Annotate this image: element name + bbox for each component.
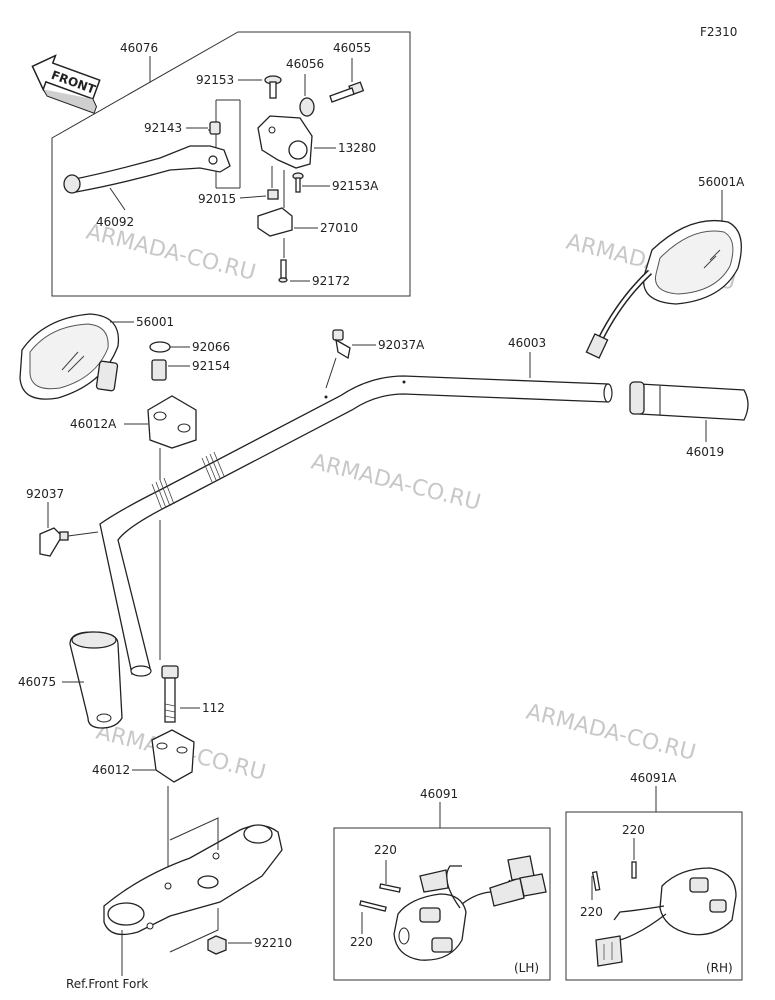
switch-27010 (257, 207, 293, 237)
callout-92153: 92153 (196, 73, 234, 87)
callout-92037: 92037 (26, 487, 64, 501)
switch-lh-group: 46091 (333, 787, 551, 981)
ref-front-fork-label: Ref.Front Fork (66, 977, 148, 991)
callout-46076: 46076 (120, 41, 158, 55)
switch-rh-box (565, 811, 743, 981)
callout-92066: 92066 (192, 340, 230, 354)
bracket-line (208, 100, 218, 188)
mirror-left (19, 313, 120, 400)
side-label-rh: (RH) (706, 961, 733, 975)
bolt-92154 (151, 359, 167, 381)
callout-56001A: 56001A (698, 175, 745, 189)
bracket-line (169, 817, 219, 953)
leader-line (325, 357, 337, 389)
callout-46012: 46012 (92, 763, 130, 777)
figure-code: F2310 (700, 25, 737, 39)
callout-220: 220 (580, 905, 603, 919)
lever-assembly-group: 46076 46092 92153 46055 4605 (51, 31, 411, 297)
callout-92143: 92143 (144, 121, 182, 135)
leader-line (67, 531, 99, 537)
callout-92210: 92210 (254, 936, 292, 950)
callout-46056: 46056 (286, 57, 324, 71)
plug-92037A (332, 329, 351, 360)
callout-92172: 92172 (312, 274, 350, 288)
bolt-92153 (264, 75, 282, 99)
triple-clamp (103, 824, 283, 936)
callout-46003: 46003 (508, 336, 546, 350)
callout-46091A: 46091A (630, 771, 677, 785)
callout-220: 220 (350, 935, 373, 949)
clutch-lever (63, 145, 231, 194)
callout-92154: 92154 (192, 359, 230, 373)
bolt-112 (161, 665, 179, 723)
collar-92143 (209, 121, 221, 135)
screw-92172 (278, 259, 288, 283)
callout-46012A: 46012A (70, 417, 117, 431)
side-label-lh: (LH) (514, 961, 539, 975)
cap-92066 (149, 341, 171, 353)
callout-46092: 46092 (96, 215, 134, 229)
callout-27010: 27010 (320, 221, 358, 235)
watermark: ARMADA-CO.RU (309, 450, 483, 516)
nut-92210 (207, 935, 227, 955)
callout-92015: 92015 (198, 192, 236, 206)
assembly-outline (51, 31, 411, 297)
callout-13280: 13280 (338, 141, 376, 155)
bracket-line (216, 99, 241, 189)
callout-46091: 46091 (420, 787, 458, 801)
plug-92037 (39, 527, 69, 557)
front-arrow-icon: FRONT (31, 54, 101, 114)
switch-lh-box (333, 827, 551, 981)
callout-220: 220 (374, 843, 397, 857)
grip-right-46019 (629, 381, 749, 421)
holder-46012 (151, 729, 195, 783)
screw-46055 (329, 81, 365, 103)
grip-left-46075 (69, 631, 123, 729)
adjuster-46056 (299, 97, 315, 117)
mirror-right (585, 219, 742, 359)
screw-92153A (292, 172, 304, 193)
callout-46019: 46019 (686, 445, 724, 459)
switch-rh-group: 46091A (565, 771, 743, 981)
leader-line (239, 195, 267, 199)
callout-56001: 56001 (136, 315, 174, 329)
leader-line (109, 187, 126, 211)
handlebar-46003 (99, 375, 613, 677)
watermark: ARMADA-CO.RU (84, 220, 258, 286)
nut-92015 (267, 189, 279, 200)
callout-46055: 46055 (333, 41, 371, 55)
callout-46075: 46075 (18, 675, 56, 689)
holder-46012A (147, 395, 197, 449)
watermark: ARMADA-CO.RU (524, 700, 698, 766)
callout-112: 112 (202, 701, 225, 715)
callout-92153A: 92153A (332, 179, 379, 193)
callout-220: 220 (622, 823, 645, 837)
lever-holder-13280 (257, 115, 313, 169)
callout-92037A: 92037A (378, 338, 425, 352)
